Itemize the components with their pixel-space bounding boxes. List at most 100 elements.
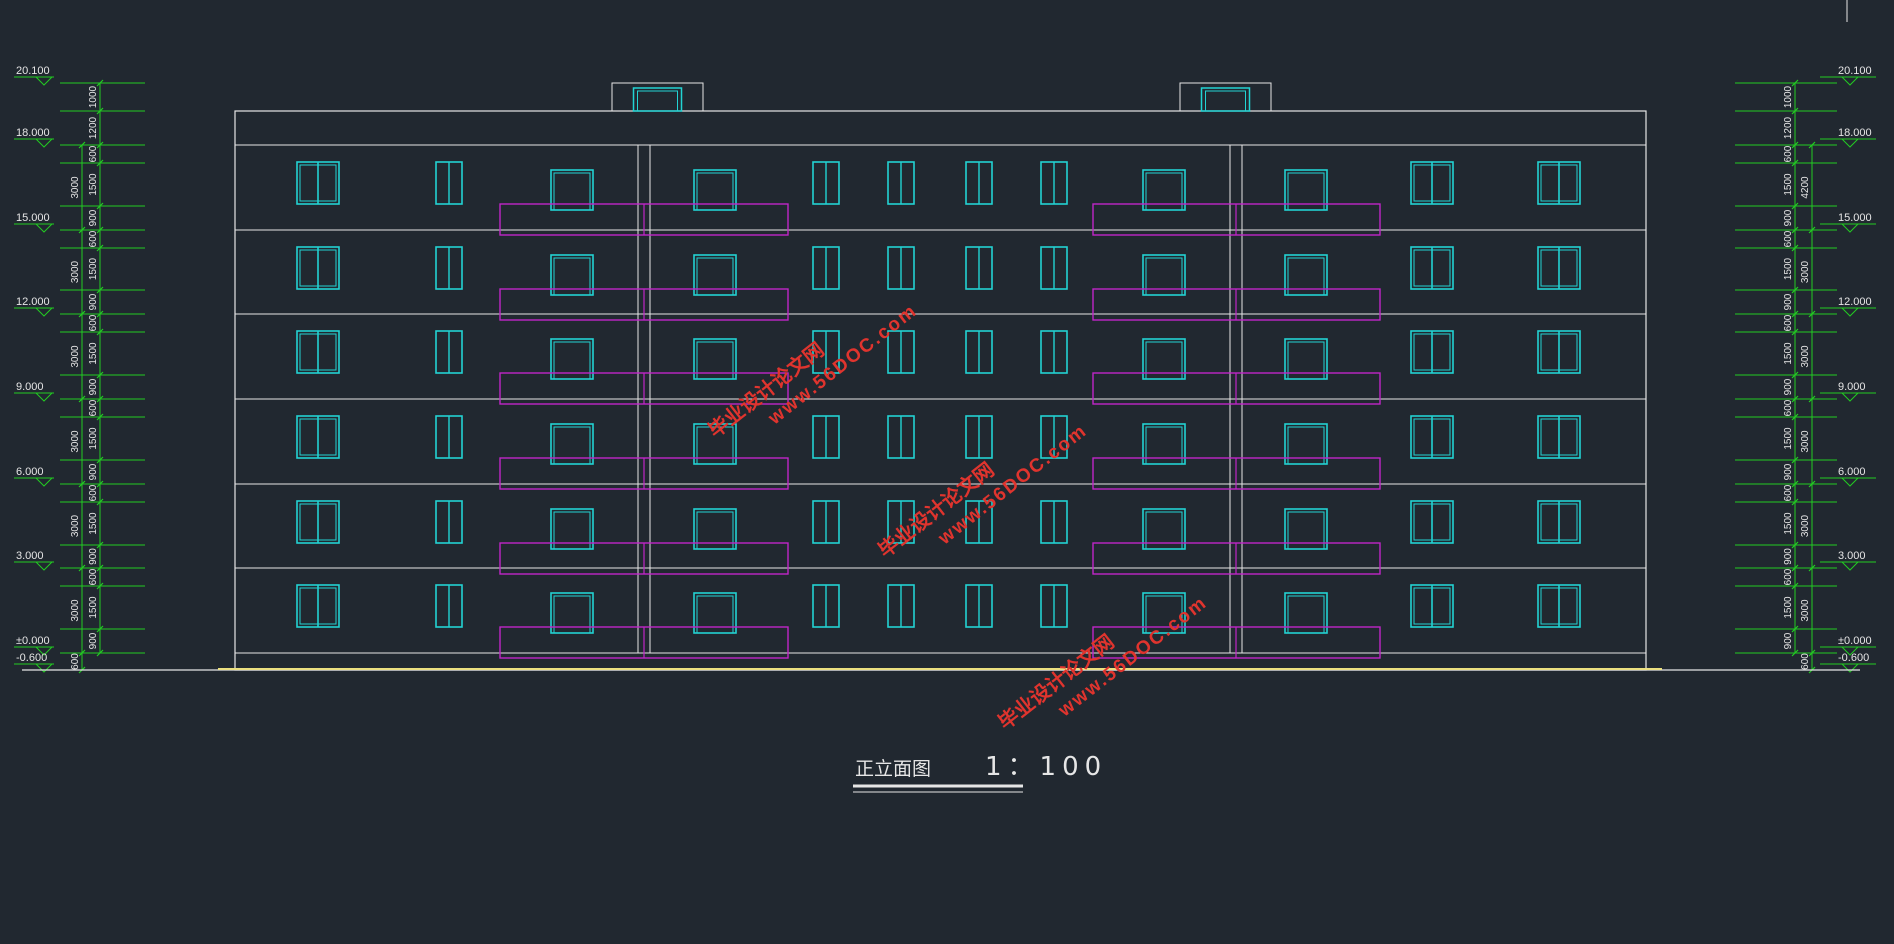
left-dimension-chain: 1000120060015009006001500900600150090060… [14, 65, 145, 674]
dimension-tick [1791, 498, 1799, 506]
balcony-door-frame [553, 172, 591, 211]
dimension-label: 1500 [1783, 427, 1794, 450]
dimension-label: 600 [1800, 653, 1811, 670]
dimension-label: 3000 [1800, 260, 1811, 283]
dimension-label: 600 [1783, 568, 1794, 585]
dimension-label: 3000 [1800, 514, 1811, 537]
dimension-tick [1791, 541, 1799, 549]
dimension-label: 900 [1783, 632, 1794, 649]
balcony-door-frame [1145, 257, 1183, 296]
elevation-label: 20.100 [1838, 65, 1872, 77]
dimension-tick [96, 564, 104, 572]
dimension-tick [78, 141, 86, 149]
dimension-tick [96, 456, 104, 464]
roof-door-inner [637, 90, 678, 112]
dimension-label: 600 [88, 314, 99, 331]
dimension-label: 600 [1783, 145, 1794, 162]
dimension-tick [1808, 226, 1816, 234]
dimension-tick [96, 541, 104, 549]
elevation-label: 18.000 [16, 127, 50, 139]
dimension-label: 1500 [1783, 173, 1794, 196]
dimension-tick [96, 371, 104, 379]
dimension-tick [1791, 79, 1799, 87]
balcony-door-frame [1287, 426, 1325, 465]
dimension-label: 900 [1783, 548, 1794, 565]
dimension-tick [96, 625, 104, 633]
dimension-tick [96, 649, 104, 657]
dimension-label: 1200 [88, 116, 99, 139]
dimension-label: 3000 [70, 260, 81, 283]
dimension-label: 1500 [88, 173, 99, 196]
dimension-tick [1808, 649, 1816, 657]
dimension-label: 3000 [70, 176, 81, 199]
dimension-label: 1500 [1783, 512, 1794, 535]
balcony-door-frame [1145, 172, 1183, 211]
elevation-label: 12.000 [16, 296, 50, 308]
dimension-tick [96, 328, 104, 336]
dimension-label: 1500 [1783, 596, 1794, 619]
elevation-marker [35, 76, 53, 86]
balcony-door-frame [1145, 341, 1183, 380]
dimension-label: 3000 [1800, 599, 1811, 622]
dimension-tick [1791, 413, 1799, 421]
dimension-tick [1808, 141, 1816, 149]
dimension-label: 1500 [1783, 257, 1794, 280]
dimension-tick [96, 395, 104, 403]
dimension-tick [96, 79, 104, 87]
dimension-tick [1791, 310, 1799, 318]
elevation-label: 20.100 [16, 65, 50, 77]
dimension-tick [1791, 244, 1799, 252]
balcony-door-frame [696, 511, 734, 550]
dimension-label: 600 [1783, 314, 1794, 331]
elevation-marker [35, 223, 53, 233]
dimension-label: 1000 [88, 85, 99, 108]
dimension-tick [1791, 328, 1799, 336]
balcony-door-frame [1145, 426, 1183, 465]
balcony-door-frame [696, 595, 734, 634]
elevation-label: -0.600 [1838, 652, 1869, 664]
dimension-tick [1791, 371, 1799, 379]
dimension-tick [1808, 395, 1816, 403]
elevation-marker [1841, 223, 1859, 233]
dimension-tick [96, 202, 104, 210]
elevation-label: 6.000 [16, 466, 44, 478]
dimension-tick [78, 310, 86, 318]
balcony-door-frame [696, 341, 734, 380]
dimension-tick [1791, 141, 1799, 149]
elevation-marker [1841, 663, 1859, 673]
dimension-tick [1791, 226, 1799, 234]
elevation-marker [35, 138, 53, 148]
elevation-label: 3.000 [16, 550, 44, 562]
dimension-tick [78, 564, 86, 572]
elevation-marker [1841, 477, 1859, 487]
dimension-label: 1500 [88, 596, 99, 619]
balcony-door-frame [1145, 595, 1183, 634]
dimension-label: 1200 [1783, 116, 1794, 139]
dimension-tick [78, 226, 86, 234]
elevation-label: ±0.000 [1838, 635, 1872, 647]
balcony-door-frame [553, 257, 591, 296]
dimension-tick [96, 226, 104, 234]
elevation-marker [1841, 392, 1859, 402]
elevation-label: 18.000 [1838, 127, 1872, 139]
balcony-door-frame [1145, 511, 1183, 550]
right-dimension-chain: 1000120060015009006001500900600150090060… [1735, 65, 1876, 674]
dimension-label: 1500 [1783, 342, 1794, 365]
dimension-tick [1791, 625, 1799, 633]
dimension-tick [96, 159, 104, 167]
dimension-tick [1791, 159, 1799, 167]
elevation-marker [35, 561, 53, 571]
balcony-door-frame [1287, 172, 1325, 211]
dimension-label: 4200 [1800, 176, 1811, 199]
dimension-label: 900 [1783, 293, 1794, 310]
balcony-door-frame [553, 341, 591, 380]
balcony-door-frame [696, 426, 734, 465]
dimension-label: 600 [88, 484, 99, 501]
elevation-marker [35, 477, 53, 487]
dimension-tick [78, 480, 86, 488]
dimension-label: 1500 [88, 427, 99, 450]
balcony-door-frame [696, 257, 734, 296]
drawing-title: 正立面图 [855, 758, 931, 780]
elevation-marker [1841, 76, 1859, 86]
elevation-marker [1841, 307, 1859, 317]
